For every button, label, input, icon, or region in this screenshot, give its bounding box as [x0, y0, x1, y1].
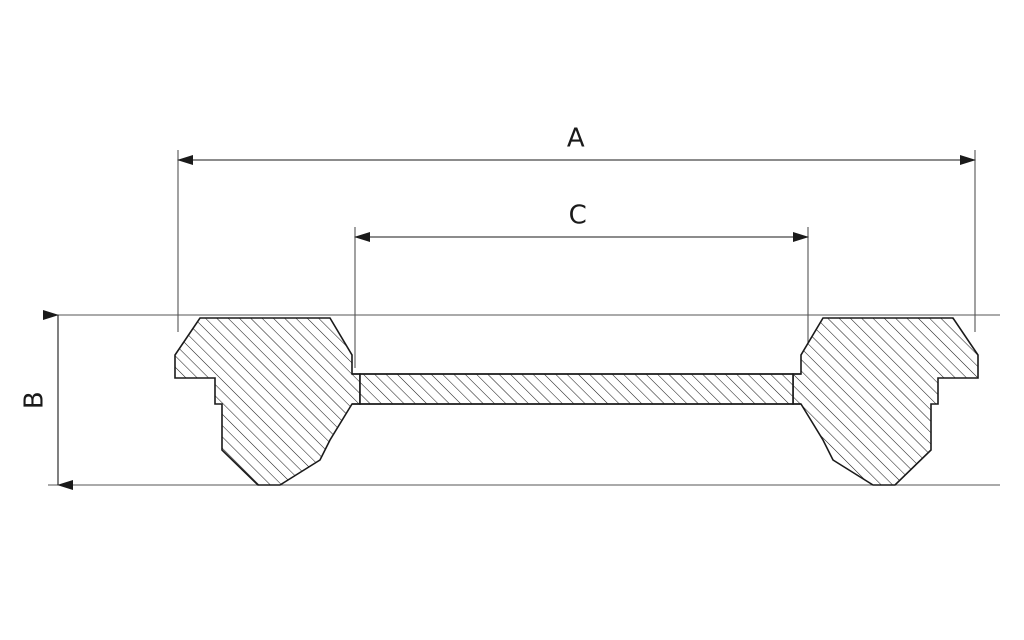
dimension-b-label: B	[20, 391, 50, 409]
section-center-web	[359, 373, 794, 405]
section-right-flange	[792, 317, 979, 486]
dimension-a-label: A	[567, 124, 585, 154]
dimension-c-label: C	[569, 201, 588, 231]
dimension-c: C	[354, 201, 809, 242]
dimension-a: A	[177, 124, 976, 165]
section-bodies	[174, 317, 979, 486]
reference-lines	[48, 314, 1000, 486]
dimension-b: B	[20, 310, 73, 490]
section-left-flange	[174, 317, 361, 486]
